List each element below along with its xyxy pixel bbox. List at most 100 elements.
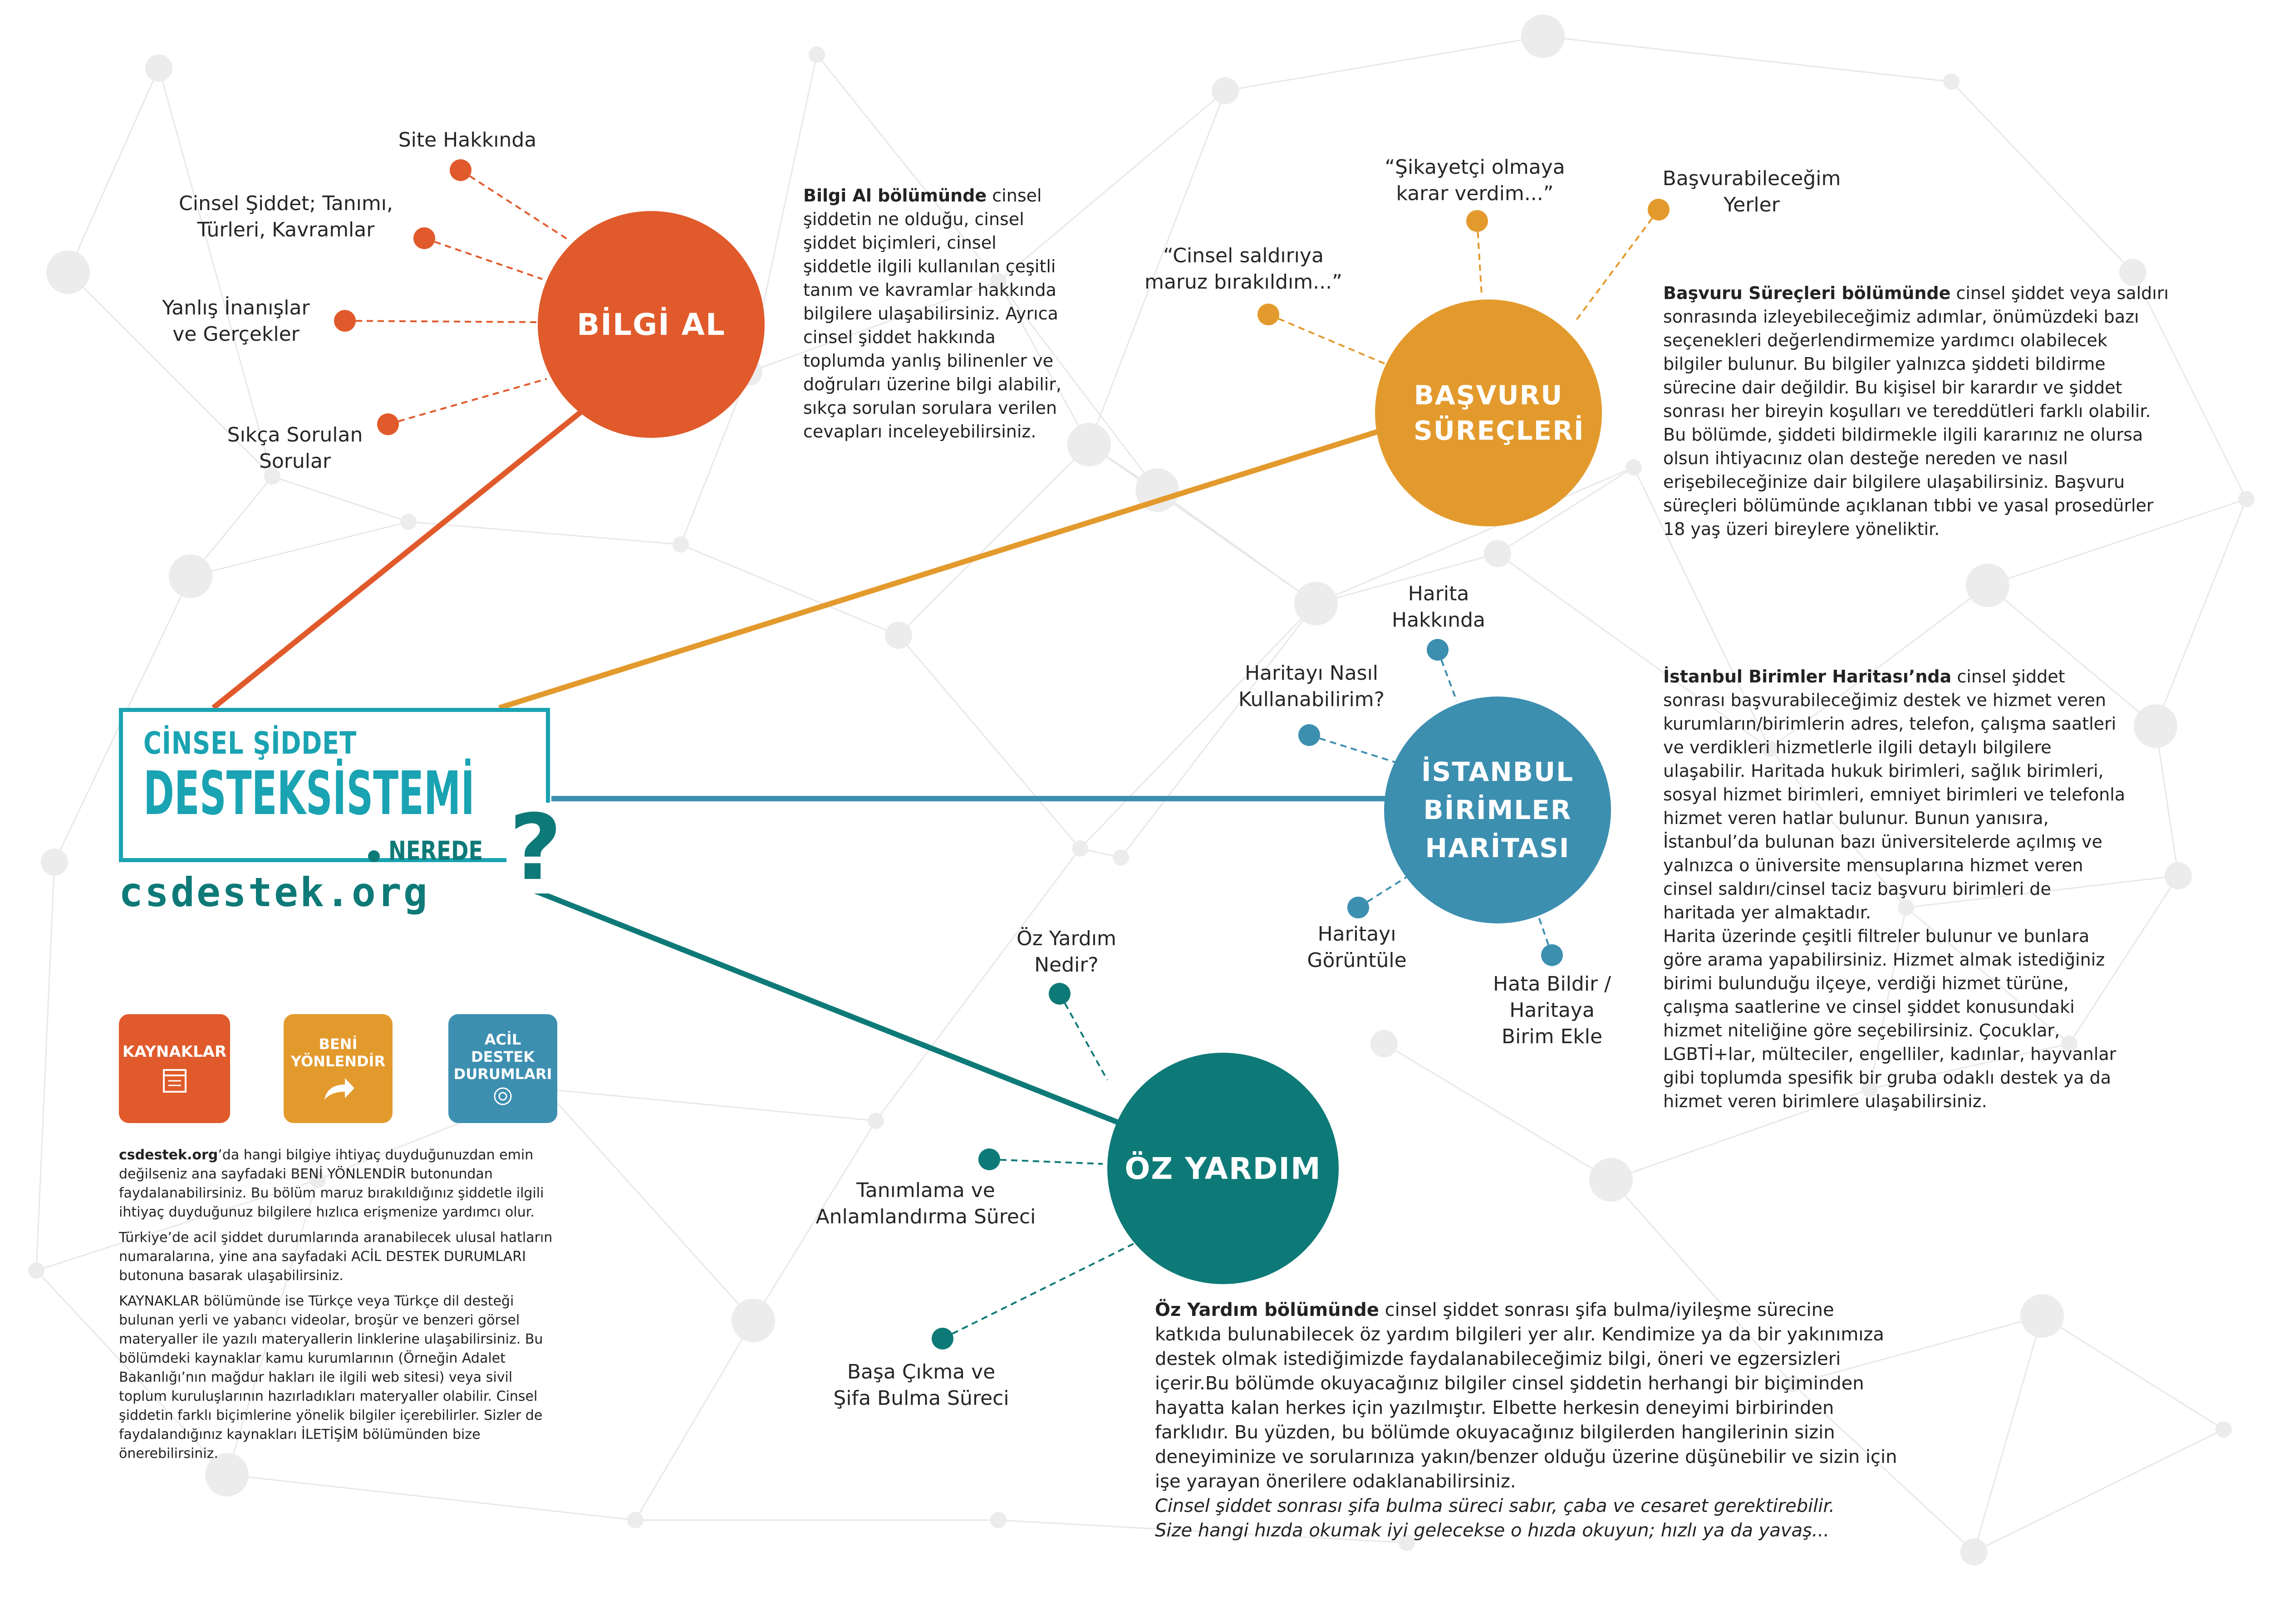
footer-paragraph-2: Türkiye’de acil şiddet durumlarında aran… xyxy=(119,1230,553,1284)
link-sikayetci-olmaya[interactable]: “Şikayetçi olmaya karar verdim...” xyxy=(1385,156,1565,205)
oz-sub-dot[interactable] xyxy=(978,1148,1000,1170)
network-edge xyxy=(544,1088,876,1122)
bilgi-sub-dot[interactable] xyxy=(334,310,356,332)
network-node xyxy=(264,468,280,485)
network-edge xyxy=(1792,1315,2043,1385)
network-node xyxy=(1966,564,2009,607)
link-harita-hakkinda[interactable]: Harita Hakkında xyxy=(1391,582,1485,632)
network-node xyxy=(1399,1535,1415,1551)
oz-description-text: cinsel şiddet sonrası şifa bulma/iyileşm… xyxy=(1155,1300,1897,1492)
link-yanlis-inanislar[interactable]: Yanlış İnanışlar ve Gerçekler xyxy=(162,296,310,346)
network-node xyxy=(1960,1538,1988,1565)
link-haritayi-goruntule[interactable]: Haritayı Görüntüle xyxy=(1307,922,1407,972)
bilgi-description-text: cinsel şiddetin ne olduğu, cinsel şiddet… xyxy=(803,186,1062,442)
bilgi-description-bold: Bilgi Al bölümünde xyxy=(803,186,987,206)
network-edge xyxy=(898,635,1081,849)
link-cinsel-siddet-tanimi[interactable]: Cinsel Şiddet; Tanımı, Türleri, Kavramla… xyxy=(179,192,393,241)
oz-sub-dot[interactable] xyxy=(1049,983,1071,1005)
bilgi-sub-dot[interactable] xyxy=(413,227,435,249)
node-istanbul-birimler-haritasi[interactable]: İSTANBUL BİRİMLER HARİTASI xyxy=(1384,697,1611,923)
beni-yonlendir-button[interactable]: BENİ YÖNLENDİR xyxy=(284,1014,393,1123)
bilgi-sub-dot[interactable] xyxy=(450,159,471,181)
network-edge xyxy=(1316,466,1634,604)
network-edge xyxy=(36,1179,318,1271)
network-edge xyxy=(680,544,899,636)
network-node xyxy=(41,849,68,876)
network-edge xyxy=(1869,1043,2070,1090)
network-edge xyxy=(1088,90,1226,445)
network-node xyxy=(1370,1030,1398,1057)
site-url[interactable]: csdestek.org xyxy=(119,869,429,916)
network-node xyxy=(2061,1035,2077,1052)
network-node xyxy=(2119,259,2146,286)
network-edge xyxy=(1384,1043,1611,1181)
logo-line1: CİNSEL ŞİDDET xyxy=(143,726,357,761)
network-edge xyxy=(1869,907,1907,1089)
footer-p1-text: ’da hangi bilgiye ihtiyaç duyduğunuzdan … xyxy=(119,1147,544,1220)
network-edge xyxy=(1906,875,2179,908)
network-edge xyxy=(67,68,160,273)
network-edge xyxy=(748,280,999,373)
link-site-hakkinda[interactable]: Site Hakkında xyxy=(398,128,537,152)
network-node xyxy=(2134,704,2177,748)
link-oz-yardim-nedir[interactable]: Öz Yardım Nedir? xyxy=(1017,927,1116,976)
network-edge xyxy=(226,1474,636,1521)
network-node xyxy=(1113,849,1129,866)
network-node xyxy=(1762,741,1778,757)
network-edge xyxy=(2132,272,2247,500)
link-cinsel-saldiriya-maruz[interactable]: “Cinsel saldırıya maruz bırakıldım...” xyxy=(1144,244,1342,294)
network-node xyxy=(2238,491,2254,507)
link-tanimlama-ve-anlamlandirma[interactable]: Tanımlama ve Anlamlandırma Süreci xyxy=(815,1179,1036,1228)
node-oz-yardim[interactable]: ÖZ YARDIM xyxy=(1107,1053,1339,1284)
logo-line3: NEREDE xyxy=(388,835,483,866)
network-node xyxy=(1861,1081,1878,1097)
network-node xyxy=(1589,1158,1633,1202)
network-edge xyxy=(1079,603,1317,849)
network-edge xyxy=(998,1519,1407,1544)
logo-box[interactable]: CİNSEL ŞİDDET DESTEKSİSTEMİ NEREDE ? xyxy=(119,708,565,893)
basvuru-sub-dot[interactable] xyxy=(1257,304,1279,325)
basvuru-sub-dot[interactable] xyxy=(1648,199,1670,221)
bilgi-sub-dot[interactable] xyxy=(377,413,399,435)
link-basa-cikma-ve-sifa[interactable]: Başa Çıkma ve Şifa Bulma Süreci xyxy=(833,1360,1009,1410)
acil-destek-durumlari-button[interactable]: ACİL DESTEK DURUMLARI xyxy=(448,1014,557,1123)
oz-description-bold: Öz Yardım bölümünde xyxy=(1155,1300,1379,1320)
kaynaklar-button[interactable]: KAYNAKLAR xyxy=(119,1014,230,1123)
yonlendir-label-1: BENİ xyxy=(319,1035,358,1053)
network-node xyxy=(2165,862,2192,889)
network-node xyxy=(1212,77,1239,104)
harita-sub-dot[interactable] xyxy=(1347,897,1369,918)
network-edge xyxy=(1542,35,1952,83)
network-node xyxy=(885,622,912,649)
footer-text: csdestek.org’da hangi bilgiye ihtiyaç du… xyxy=(119,1146,564,1470)
network-node xyxy=(1135,468,1179,512)
network-node xyxy=(809,46,825,63)
network-edge xyxy=(1987,498,2247,586)
oz-sub-dot[interactable] xyxy=(932,1328,953,1349)
basvuru-sub-dot[interactable] xyxy=(1466,210,1488,232)
link-haritayi-nasil[interactable]: Haritayı Nasıl Kullanabilirim? xyxy=(1238,662,1385,711)
link-basvurabilecegim-yerler[interactable]: Başvurabileceğim Yerler xyxy=(1662,167,1841,216)
network-edge xyxy=(1792,1383,1975,1553)
network-edge xyxy=(1120,603,1317,858)
network-node xyxy=(1784,1376,1801,1392)
network-edge xyxy=(1497,553,1770,750)
network-edge xyxy=(35,1270,228,1476)
acil-label-3: DURUMLARI xyxy=(453,1065,552,1083)
logo-question-mark: ? xyxy=(506,803,565,893)
network-edge xyxy=(190,521,409,577)
harita-sub-dot[interactable] xyxy=(1298,724,1320,746)
footer-paragraph-1: csdestek.org’da hangi bilgiye ihtiyaç du… xyxy=(119,1146,564,1222)
harita-description-bold: İstanbul Birimler Haritası’nda xyxy=(1663,667,1952,687)
node-bilgi-al[interactable]: BİLGİ AL xyxy=(538,211,765,438)
harita-sub-dot[interactable] xyxy=(1541,944,1563,966)
connector-basvuru xyxy=(498,428,1380,711)
network-node xyxy=(169,554,212,598)
network-node xyxy=(1484,540,1511,567)
network-node xyxy=(990,1512,1007,1528)
harita-sub-dot[interactable] xyxy=(1427,639,1449,661)
link-sikca-sorulan-sorular[interactable]: Sıkça Sorulan Sorular xyxy=(227,423,363,473)
link-hata-bildir[interactable]: Hata Bildir / Haritaya Birim Ekle xyxy=(1493,972,1611,1048)
node-basvuru-surecleri[interactable]: BAŞVURU SÜREÇLERİ xyxy=(1375,299,1602,526)
